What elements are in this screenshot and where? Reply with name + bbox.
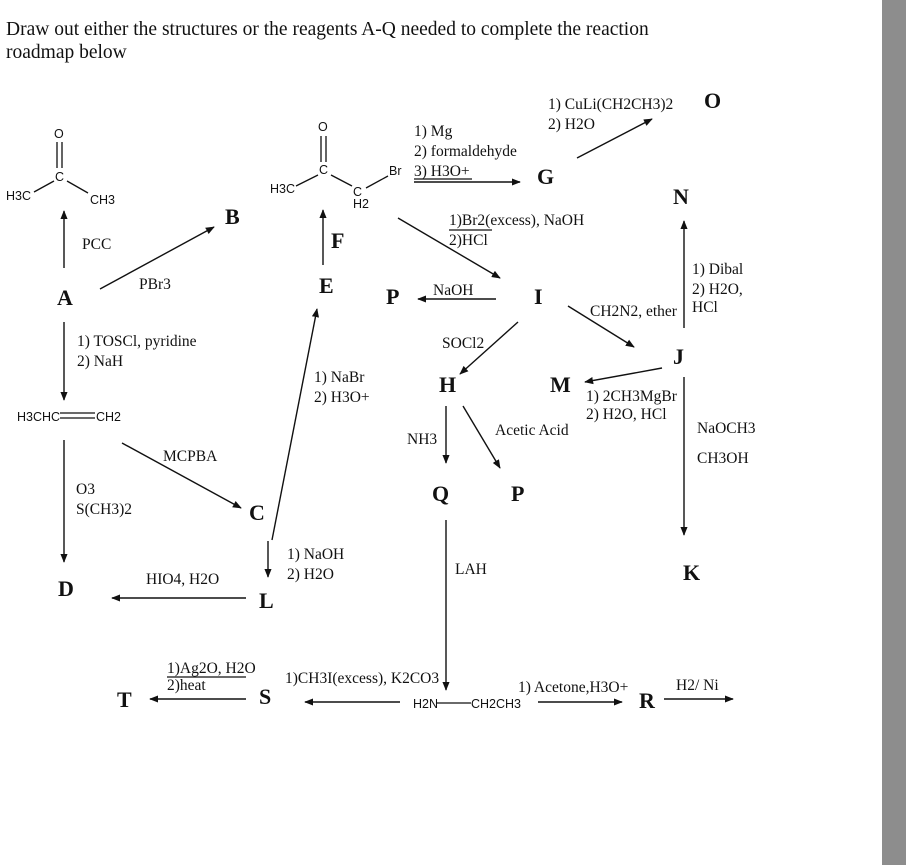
reagent-naoch3: NaOCH3 [697, 420, 756, 437]
reagent-silver-oxide-2: 2)heat [167, 677, 206, 694]
compound-k-label: K [683, 560, 700, 585]
acetone-carbon: C [55, 170, 64, 184]
reagent-nabr-1: 1) NaBr [314, 369, 365, 386]
propene-right: CH2 [96, 410, 121, 424]
reagent-methyl-iodide: 1)CH3I(excess), K2CO3 [285, 670, 439, 687]
reagent-dibal-3: HCl [692, 299, 718, 316]
reagent-nabr-2: 2) H3O+ [314, 389, 370, 406]
reagent-naoh-2: 2) H2O [287, 566, 334, 583]
bromoketone-carbonyl-carbon: C [319, 163, 328, 177]
compound-s-label: S [259, 684, 271, 709]
reagent-ammonia: NH3 [407, 431, 437, 448]
question-line-1: Draw out either the structures or the re… [6, 19, 649, 40]
bromoketone-ch2-carbon: C [353, 185, 362, 199]
arrow-bromoketone-to-i [397, 217, 501, 279]
compound-b-label: B [225, 204, 240, 229]
compound-n-label: N [673, 184, 689, 209]
compound-f-label: F [331, 228, 344, 253]
bromoketone-ch2-hydrogens: H2 [353, 197, 369, 211]
compound-p-label-top: P [386, 284, 399, 309]
bromoketone-methyl: H3C [270, 182, 295, 196]
acetone-left-methyl: H3C [6, 189, 31, 203]
bromoketone-bond-br [365, 175, 389, 189]
reagent-pbr3: PBr3 [139, 276, 171, 293]
compound-r-label: R [639, 688, 656, 713]
arrow-c-to-e [271, 308, 319, 541]
compound-p-label-bottom: P [511, 481, 524, 506]
compound-a-label: A [57, 285, 73, 310]
reaction-arrows [60, 118, 734, 706]
ethylamine-structure: H2N CH2CH3 [413, 697, 521, 711]
compound-d-label: D [58, 576, 74, 601]
compound-e-label: E [319, 273, 334, 298]
propene-left: H3CHC [17, 410, 60, 424]
ethylamine-left: H2N [413, 697, 438, 711]
reagent-cuprate-2: 2) H2O [548, 116, 595, 133]
reagent-naoh-1: 1) NaOH [287, 546, 344, 563]
arrow-j-to-m [584, 367, 663, 385]
reagent-mcpba: MCPBA [163, 448, 218, 465]
bromoketone-structure: O C H3C C H2 Br [270, 120, 402, 211]
reagent-socl2: SOCl2 [442, 335, 484, 352]
compound-h-label: H [439, 372, 456, 397]
reagent-ozone-2: S(CH3)2 [76, 501, 132, 518]
reagent-ozone-1: O3 [76, 481, 95, 498]
reagent-tosyl-2: 2) NaH [77, 353, 123, 370]
acetone-bond-left [33, 180, 55, 193]
compound-o-label: O [704, 88, 721, 113]
compound-q-label: Q [432, 481, 449, 506]
acetone-oxygen: O [54, 127, 64, 141]
propene-structure: H3CHC CH2 [17, 410, 121, 424]
reagent-naoh-p: NaOH [433, 282, 473, 299]
reagent-grignard-1: 1) Mg [414, 123, 453, 140]
reagent-acetone-acid: 1) Acetone,H3O+ [518, 679, 628, 696]
ethylamine-right: CH2CH3 [471, 697, 521, 711]
reagent-hio4: HIO4, H2O [146, 571, 219, 588]
compound-m-label: M [550, 372, 571, 397]
arrow-g-to-o [576, 118, 653, 159]
scrollbar-track[interactable] [882, 0, 906, 865]
compound-g-label: G [537, 164, 554, 189]
bromoketone-bromine: Br [389, 164, 402, 178]
acetone-structure: O C H3C CH3 [6, 127, 115, 207]
acetone-bond-right [66, 180, 89, 194]
reagent-dibal-1: 1) Dibal [692, 261, 743, 278]
question-text: Draw out either the structures or the re… [6, 18, 866, 64]
compound-j-label: J [673, 344, 684, 369]
compound-i-label: I [534, 284, 543, 309]
arrow-i-to-j [567, 305, 635, 348]
arrow-i-to-h [459, 321, 519, 375]
compound-l-label: L [259, 588, 274, 613]
arrow-h-to-p [462, 405, 501, 469]
bromoketone-bond-left [295, 174, 319, 187]
reagent-ch3oh: CH3OH [697, 450, 749, 467]
compound-t-label: T [117, 687, 132, 712]
arrow-a-to-b [99, 226, 215, 290]
compound-c-label: C [249, 500, 265, 525]
reagent-ch3mgbr-2: 2) H2O, HCl [586, 406, 667, 423]
reagent-tosyl-1: 1) TOSCl, pyridine [77, 333, 197, 350]
reagent-diazomethane: CH2N2, ether [590, 303, 678, 320]
reagent-bromine-2: 2)HCl [449, 232, 488, 249]
bromoketone-oxygen: O [318, 120, 328, 134]
reagent-cuprate-1: 1) CuLi(CH2CH3)2 [548, 96, 673, 113]
reagent-dibal-2: 2) H2O, [692, 281, 743, 298]
reagent-hydrogen-nickel: H2/ Ni [676, 677, 719, 694]
reagent-acetic-acid: Acetic Acid [495, 422, 569, 439]
reagent-ch3mgbr-1: 1) 2CH3MgBr [586, 388, 678, 405]
reagent-pcc: PCC [82, 236, 111, 253]
reagent-grignard-2: 2) formaldehyde [414, 143, 517, 160]
reagent-silver-oxide-1: 1)Ag2O, H2O [167, 660, 256, 677]
question-line-2: roadmap below [6, 42, 127, 63]
reagent-lah: LAH [455, 561, 487, 578]
reagent-bromine-1: 1)Br2(excess), NaOH [449, 212, 584, 229]
reagent-grignard-3: 3) H3O+ [414, 163, 470, 180]
arrow-propene-to-c [121, 442, 242, 509]
acetone-right-methyl: CH3 [90, 193, 115, 207]
bromoketone-bond-ch2 [330, 174, 353, 187]
